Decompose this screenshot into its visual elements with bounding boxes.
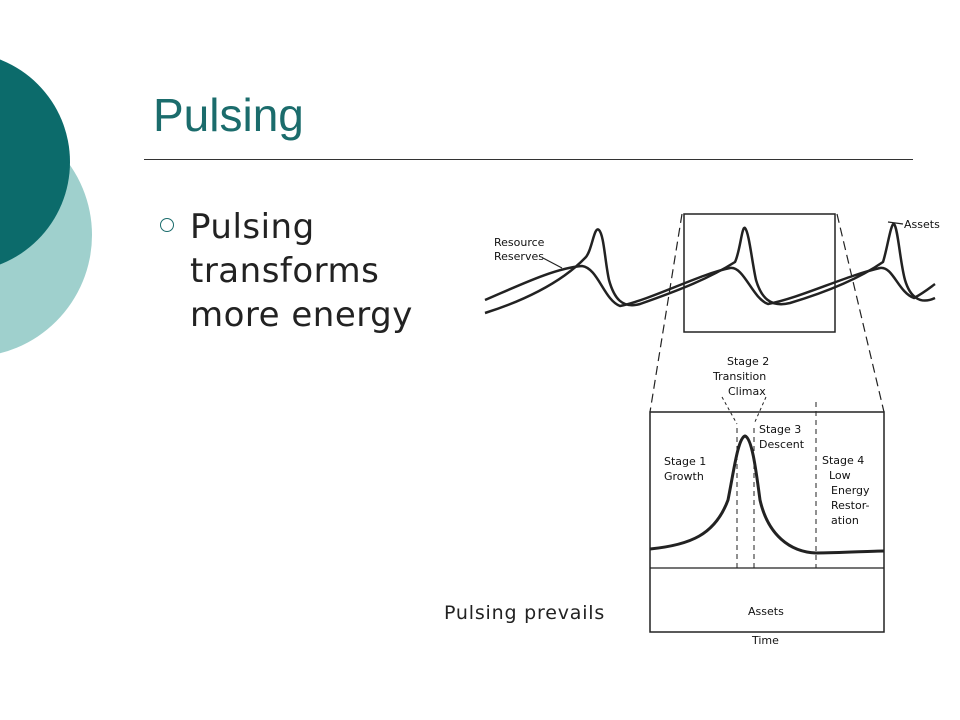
zoom-projection-right bbox=[836, 213, 885, 413]
stage2-pointer-right bbox=[753, 396, 767, 425]
stage4-label-3: Energy bbox=[831, 484, 870, 497]
bullet-item: Pulsing transforms more energy bbox=[160, 205, 450, 337]
figure-caption: Pulsing prevails bbox=[444, 602, 606, 624]
stage3-label-2: Descent bbox=[759, 438, 805, 451]
decorative-circles bbox=[0, 59, 92, 354]
inset-assets-label: Assets bbox=[748, 605, 784, 618]
stage1-label-1: Stage 1 bbox=[664, 455, 706, 468]
stage4-label-5: ation bbox=[831, 514, 859, 527]
dark-teal-circle bbox=[0, 59, 70, 265]
resource-reserves-label-2: Reserves bbox=[494, 250, 544, 263]
stage2-label-1: Stage 2 bbox=[727, 355, 769, 368]
stage2-label-2: Transition bbox=[712, 370, 766, 383]
assets-pulse-curve bbox=[484, 222, 936, 315]
resource-reserves-label-1: Resource bbox=[494, 236, 545, 249]
inset-chart-frame bbox=[649, 411, 885, 633]
resource-reserves-curve bbox=[484, 264, 936, 308]
stage4-label-4: Restor- bbox=[831, 499, 870, 512]
stage1-label-2: Growth bbox=[664, 470, 704, 483]
slide-title: Pulsing bbox=[153, 89, 304, 141]
title-divider bbox=[144, 159, 913, 160]
stage2-label-3: Climax bbox=[728, 385, 766, 398]
assets-top-label: Assets bbox=[904, 218, 940, 231]
stage4-label-2: Low bbox=[829, 469, 851, 482]
inset-pulse-curve bbox=[649, 434, 885, 555]
stage2-pointer-left bbox=[721, 396, 738, 425]
stage3-label-1: Stage 3 bbox=[759, 423, 801, 436]
assets-pointer bbox=[887, 221, 904, 225]
zoom-projection-left bbox=[649, 213, 683, 413]
resource-pointer bbox=[542, 257, 563, 269]
bullet-circle-icon bbox=[160, 218, 174, 232]
stage4-label-1: Stage 4 bbox=[822, 454, 864, 467]
bullet-text: Pulsing transforms more energy bbox=[190, 207, 413, 335]
inset-time-label: Time bbox=[751, 634, 779, 647]
zoom-box bbox=[683, 213, 836, 333]
